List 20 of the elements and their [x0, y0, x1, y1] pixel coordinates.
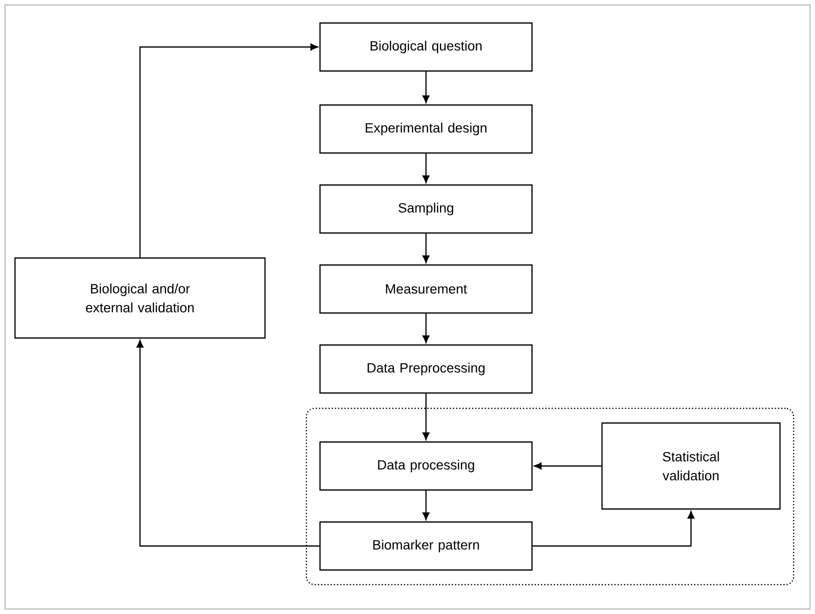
arrow	[422, 72, 430, 103]
arrow	[422, 394, 430, 440]
arrow	[139, 44, 318, 258]
process-box: Sampling	[319, 184, 533, 234]
process-box: Data processing	[319, 441, 533, 491]
process-box: Biological and/or external validation	[14, 257, 266, 339]
process-box: Statistical validation	[601, 422, 781, 510]
process-box: Biomarker pattern	[319, 521, 533, 571]
process-box: Data Preprocessing	[319, 344, 533, 394]
arrow	[422, 234, 430, 263]
arrow	[422, 490, 430, 520]
arrow	[422, 314, 430, 343]
process-box: Measurement	[319, 264, 533, 314]
process-box: Biological question	[319, 22, 533, 72]
arrow	[136, 340, 320, 547]
arrow	[422, 154, 430, 183]
group-frame	[306, 408, 794, 586]
process-box: Experimental design	[319, 104, 533, 154]
arrow	[532, 511, 694, 547]
arrow	[534, 462, 602, 470]
